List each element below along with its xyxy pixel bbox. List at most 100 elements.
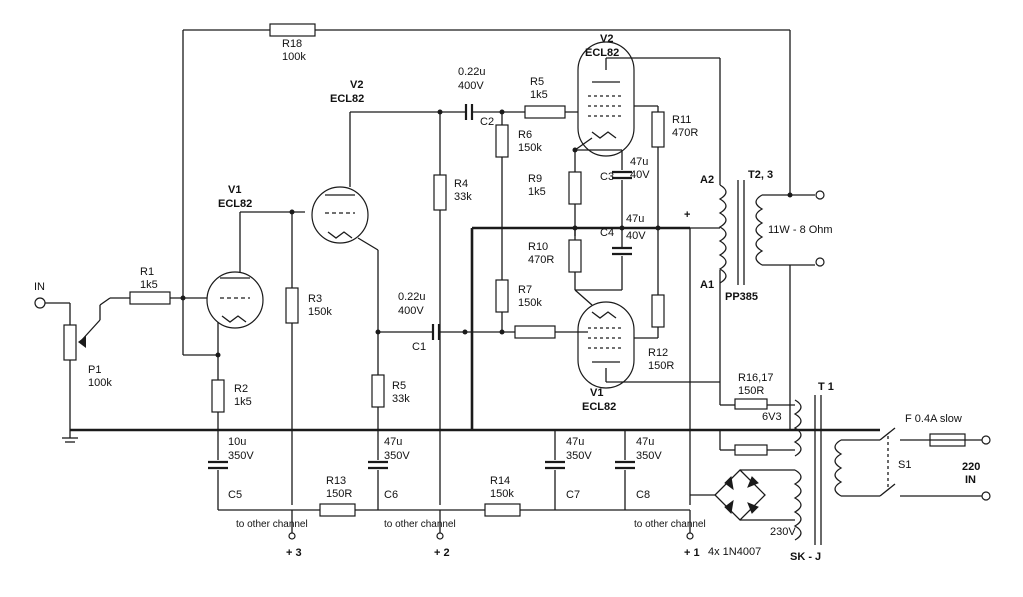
rectifier-label: 4x 1N4007 <box>708 546 761 558</box>
r12-value: 470R <box>672 127 698 139</box>
speaker-terminal-bottom-icon[interactable] <box>815 257 825 267</box>
r15-value: 150k <box>490 488 514 500</box>
speaker-terminal-top-icon[interactable] <box>815 190 825 200</box>
resistor-r10 <box>568 171 582 205</box>
r4-value: 33k <box>454 191 472 203</box>
tap-2-label: to other channel <box>384 519 456 530</box>
tube-v2-triode <box>311 186 369 244</box>
r1-value: 1k5 <box>140 279 158 291</box>
tap-1-label: to other channel <box>634 519 706 530</box>
r11-ref: R10 <box>528 241 548 253</box>
heater-voltage: 6V3 <box>762 411 782 423</box>
resistor-r2 <box>211 379 225 413</box>
wiper-arrow-icon <box>78 336 86 348</box>
c4-voltage: 40V <box>626 230 646 242</box>
output-transformer <box>718 180 764 285</box>
mains-voltage: 220 <box>962 461 980 473</box>
diode-3-icon <box>724 499 734 515</box>
c6-value: 47u <box>384 436 402 448</box>
tap-3-node: + 3 <box>286 547 302 559</box>
v1-input-ref: V1 <box>228 184 241 196</box>
plus-marker: + <box>684 209 690 221</box>
r13-value: 150R <box>648 360 674 372</box>
c2-voltage: 400V <box>458 80 484 92</box>
c1-voltage: 400V <box>398 305 424 317</box>
fuse-label: F 0.4A slow <box>905 413 962 425</box>
resistor-r18 <box>269 23 316 37</box>
diode-1-icon <box>724 475 734 491</box>
r6-ref: R6 <box>518 129 532 141</box>
potentiometer-p1[interactable] <box>63 324 77 361</box>
switch-s1-lower[interactable] <box>879 483 896 497</box>
resistor-r14 <box>319 503 356 517</box>
resistor-r9 <box>514 325 556 339</box>
mains-terminal-bottom-icon[interactable] <box>981 491 991 501</box>
c8-value: 47u <box>636 436 654 448</box>
resistor-r11 <box>568 239 582 273</box>
v1-out-type: ECL82 <box>582 401 616 413</box>
feedback-loop <box>182 29 791 300</box>
r10-ref: R9 <box>528 173 542 185</box>
r5-cathode-ref: R5 <box>392 380 406 392</box>
switch-s1-upper[interactable] <box>879 427 896 441</box>
r3-ref: R3 <box>308 293 322 305</box>
input-label: IN <box>34 281 45 293</box>
v1-out-ref: V1 <box>590 387 603 399</box>
r1-ref: R1 <box>140 266 154 278</box>
ot-model: PP385 <box>725 291 758 303</box>
v2-stage-ref: V2 <box>350 79 363 91</box>
input-jack-icon[interactable] <box>34 297 46 309</box>
resistor-r3 <box>285 287 299 324</box>
c4-value: 47u <box>626 213 644 225</box>
v2-stage-type: ECL82 <box>330 93 364 105</box>
diode-4-icon <box>747 502 759 514</box>
r16-17-value: 150R <box>738 385 764 397</box>
mains-terminal-top-icon[interactable] <box>981 435 991 445</box>
c1-ref: C1 <box>412 341 426 353</box>
switch-label: S1 <box>898 459 911 471</box>
mains-transformer-ref: T 1 <box>818 381 834 393</box>
resistor-r12 <box>651 111 665 148</box>
c4-ref: C4 <box>600 227 614 239</box>
r5-grid-value: 1k5 <box>530 89 548 101</box>
r11-value: 470R <box>528 254 554 266</box>
resistor-r5-grid <box>524 105 566 119</box>
p1-value: 100k <box>88 377 112 389</box>
r7-value: 150k <box>518 297 542 309</box>
tap-1-terminal-icon[interactable] <box>686 532 694 540</box>
c5-ref: C5 <box>228 489 242 501</box>
r13-ref: R12 <box>648 347 668 359</box>
tap-2-terminal-icon[interactable] <box>436 532 444 540</box>
r16-17-ref: R16,17 <box>738 372 773 384</box>
c8-ref: C8 <box>636 489 650 501</box>
resistor-r6 <box>495 124 509 158</box>
v1-input-type: ECL82 <box>218 198 252 210</box>
r2-ref: R2 <box>234 383 248 395</box>
resistor-r16-17 <box>734 398 768 410</box>
r2-value: 1k5 <box>234 396 252 408</box>
tap-3-label: to other channel <box>236 519 308 530</box>
c5-value: 10u <box>228 436 246 448</box>
r12-ref: R11 <box>672 114 691 126</box>
tube-v2-pentode <box>577 41 635 157</box>
resistor-r7 <box>495 279 509 313</box>
r4-ref: R4 <box>454 178 468 190</box>
resistor-r16-17-second <box>734 444 768 456</box>
c7-ref: C7 <box>566 489 580 501</box>
resistor-r5-cathode <box>371 374 385 408</box>
c6-ref: C6 <box>384 489 398 501</box>
resistor-r1 <box>129 291 171 305</box>
c7-value: 47u <box>566 436 584 448</box>
r14-value: 150R <box>326 488 352 500</box>
mains-in-label: IN <box>965 474 976 486</box>
tap-3-terminal-icon[interactable] <box>288 532 296 540</box>
diode-2-icon <box>747 476 759 488</box>
tube-v1-pentode <box>577 301 635 389</box>
c2-value: 0.22u <box>458 66 486 78</box>
ground-bus <box>62 226 880 443</box>
r14-ref: R13 <box>326 475 346 487</box>
c5-voltage: 350V <box>228 450 254 462</box>
c2-ref: C2 <box>480 116 494 128</box>
speaker-rating: 11W - 8 Ohm <box>768 224 833 236</box>
